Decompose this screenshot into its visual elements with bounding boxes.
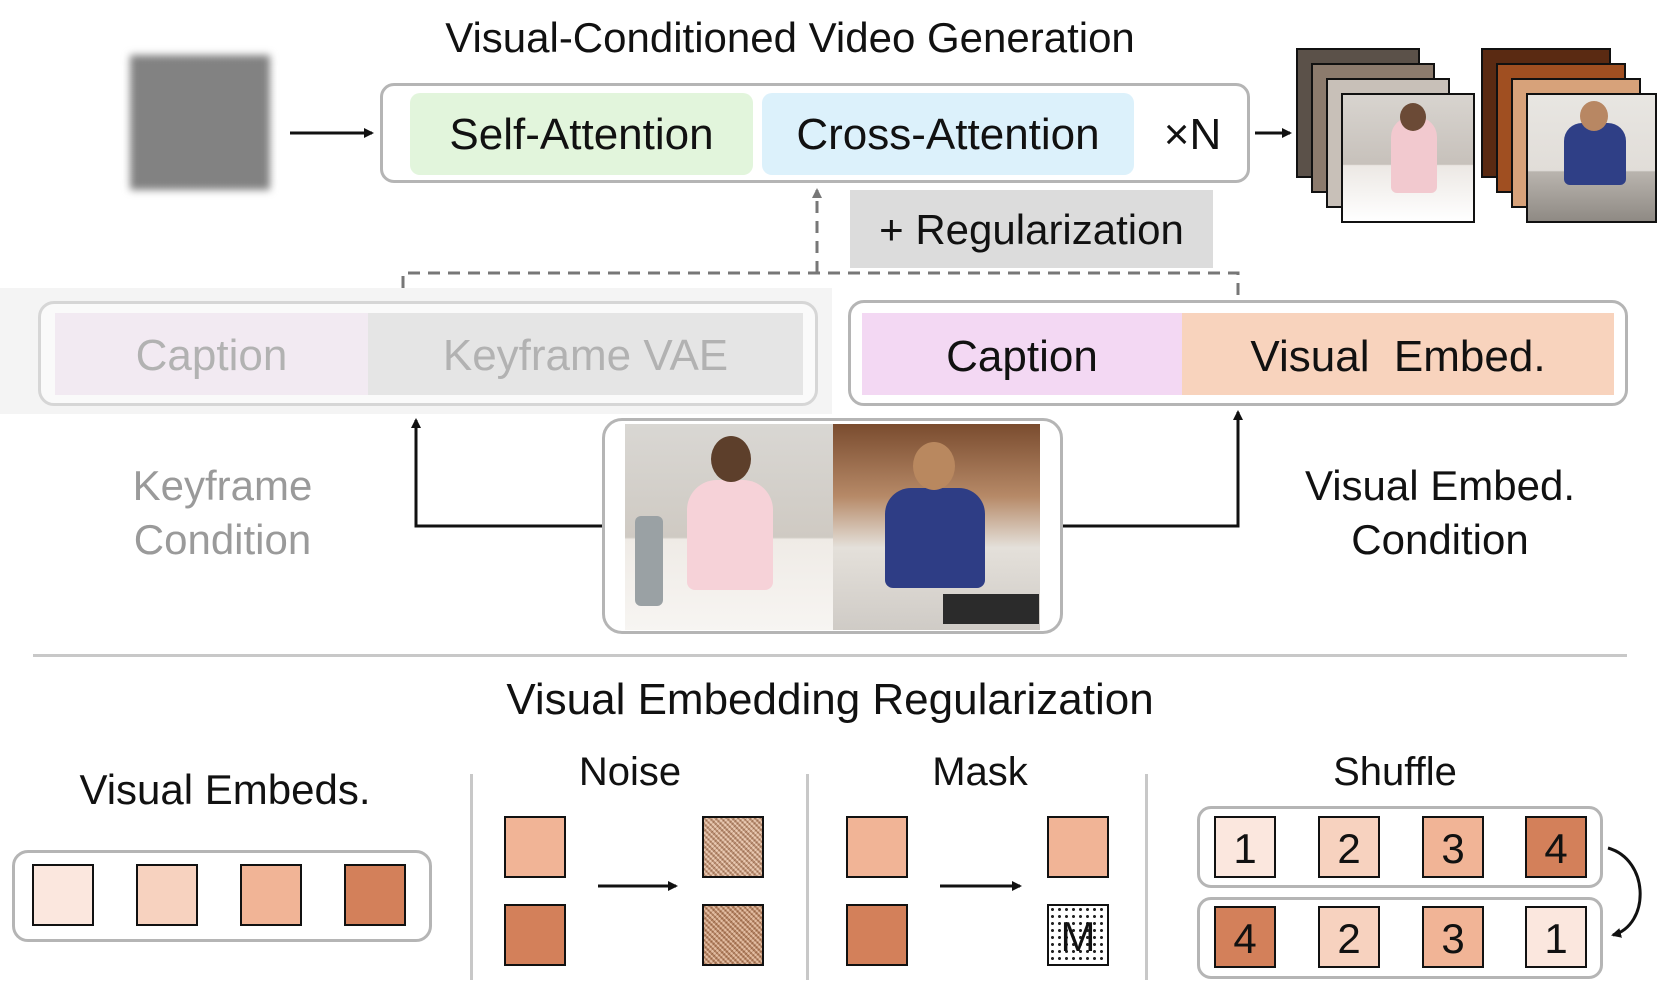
visual-condition-label-line2: Condition	[1351, 516, 1529, 563]
arrow-image-to-visual-embed	[1063, 410, 1243, 528]
bottom-title: Visual Embedding Regularization	[506, 675, 1154, 724]
noise-output-token-2	[702, 904, 764, 966]
times-n-label: ×N	[1163, 110, 1222, 159]
mask-output-token-1	[1047, 816, 1109, 878]
group-divider	[470, 774, 473, 980]
keyframe-caption-label: Caption	[135, 331, 288, 380]
embed-token-1	[32, 864, 94, 926]
person-head	[913, 442, 955, 490]
shuffle-r1-token-4	[1525, 816, 1587, 878]
mask-output-token-2	[1047, 904, 1109, 966]
shuffle-r1-token-3	[1422, 816, 1484, 878]
output-frame-front	[1341, 93, 1475, 223]
embed-token-4	[344, 864, 406, 926]
noise-input-token-2	[504, 904, 566, 966]
self-attention-block	[410, 93, 753, 175]
mask-label: Mask	[932, 750, 1028, 794]
input-keyframe-right-image	[833, 424, 1040, 630]
visual-caption-block	[862, 313, 1182, 395]
arrow-image-to-keyframe	[411, 418, 602, 528]
person-head	[711, 436, 751, 482]
shuffle-r1-token-2	[1318, 816, 1380, 878]
dashed-condition-connector	[401, 271, 1240, 296]
person-head	[1400, 103, 1426, 131]
stove	[943, 594, 1039, 624]
visual-embed-label: Visual Embed.	[1250, 332, 1546, 381]
shuffle-r2-token-4-label: 1	[1544, 915, 1568, 962]
noise-output-token-1	[702, 816, 764, 878]
top-title: Visual-Conditioned Video Generation	[445, 14, 1135, 61]
output-frame-front	[1526, 93, 1657, 223]
visual-embeds-label: Visual Embeds.	[79, 766, 371, 813]
noise-input-token-1	[504, 816, 566, 878]
person-figure	[687, 480, 773, 590]
embed-token-3	[240, 864, 302, 926]
shuffle-r1-token-4-label: 4	[1544, 825, 1568, 872]
mask-input-token-2	[846, 904, 908, 966]
regularization-label: + Regularization	[879, 206, 1184, 253]
mask-input-token-1	[846, 816, 908, 878]
visual-caption-label: Caption	[946, 332, 1098, 381]
shuffle-r2-token-1	[1214, 906, 1276, 968]
shuffle-label: Shuffle	[1333, 750, 1457, 794]
shuffle-r2-token-4	[1525, 906, 1587, 968]
keyframe-caption-block	[55, 313, 368, 395]
arrow-shuffle-curve	[1607, 846, 1642, 938]
self-attention-label: Self-Attention	[449, 110, 714, 159]
section-divider	[33, 654, 1627, 657]
mask-token-label: M	[1060, 913, 1096, 960]
visual-condition-label-line1: Visual Embed.	[1304, 462, 1576, 509]
shuffle-r2-token-1-label: 4	[1233, 915, 1257, 962]
keyframe-vae-label: Keyframe VAE	[442, 331, 729, 380]
person-figure	[885, 488, 985, 588]
input-keyframe-left-image	[625, 424, 833, 630]
shuffle-r2-token-3-label: 3	[1441, 915, 1465, 962]
person-head	[1580, 101, 1608, 131]
shuffle-r1-token-1	[1214, 816, 1276, 878]
keyframe-vae-block	[368, 313, 803, 395]
visual-embed-block	[1182, 313, 1614, 395]
keyframe-condition-label-line1: Keyframe	[132, 462, 313, 509]
noise-label: Noise	[578, 750, 682, 794]
shuffle-r2-token-2	[1318, 906, 1380, 968]
group-divider	[806, 774, 809, 980]
shuffle-r2-token-3	[1422, 906, 1484, 968]
cross-attention-block	[762, 93, 1134, 175]
shuffle-r1-token-3-label: 3	[1441, 825, 1465, 872]
shuffle-r2-token-2-label: 2	[1337, 915, 1361, 962]
shuffle-r1-token-1-label: 1	[1233, 825, 1257, 872]
person-figure	[1564, 123, 1626, 185]
shuffle-r1-token-2-label: 2	[1337, 825, 1361, 872]
regularization-box	[850, 190, 1213, 268]
blender	[635, 516, 663, 606]
noise-latent-image	[130, 55, 270, 190]
group-divider	[1145, 774, 1148, 980]
cross-attention-label: Cross-Attention	[796, 110, 1100, 159]
keyframe-condition-label-line2: Condition	[133, 516, 312, 563]
embed-token-2	[136, 864, 198, 926]
